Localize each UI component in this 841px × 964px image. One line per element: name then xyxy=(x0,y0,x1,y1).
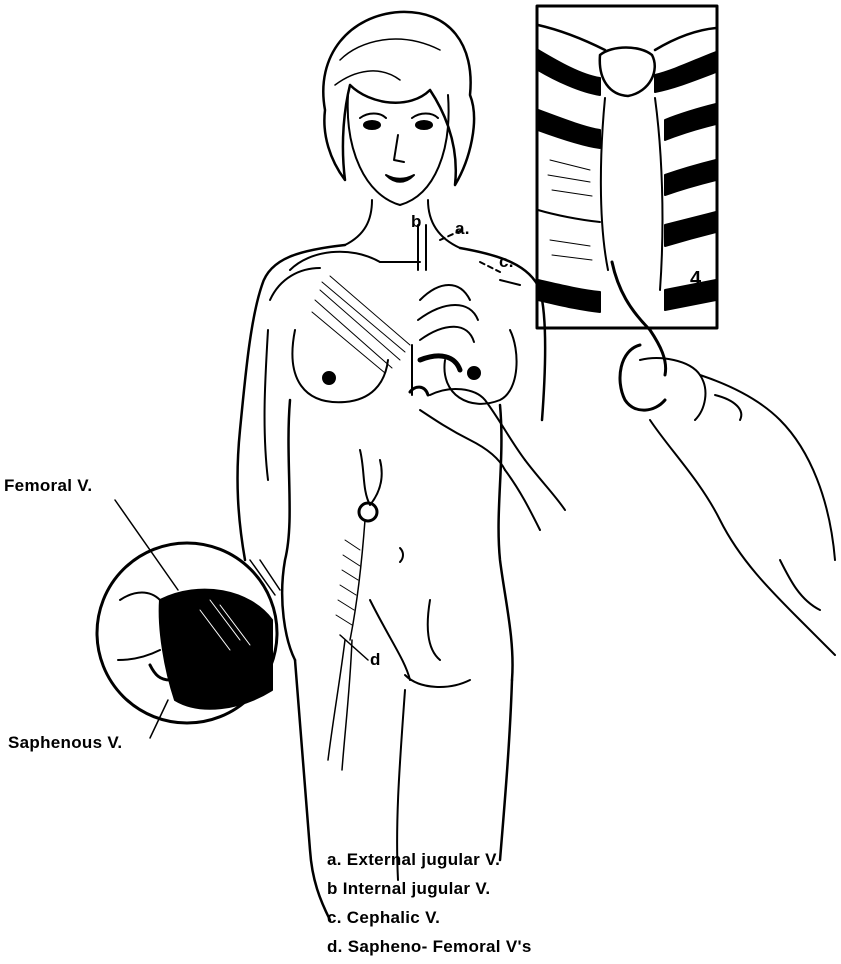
callout-d-label: d xyxy=(370,650,381,670)
legend: a. External jugular V. b Internal jugula… xyxy=(327,845,532,961)
femoral-vein-label: Femoral V. xyxy=(4,476,92,496)
legend-item-d: d. Sapheno- Femoral V's xyxy=(327,932,532,961)
callout-c-label: c. xyxy=(499,252,514,272)
legend-item-b: b Internal jugular V. xyxy=(327,874,532,903)
legend-item-c: c. Cephalic V. xyxy=(327,903,532,932)
neck-vessels xyxy=(270,225,520,300)
saphenous-vein-label: Saphenous V. xyxy=(8,733,122,753)
sternum-inset xyxy=(537,6,717,375)
gloved-hand-right xyxy=(620,345,835,655)
legend-item-a: a. External jugular V. xyxy=(327,845,532,874)
callout-b-label: b xyxy=(411,212,422,232)
femoral-inset xyxy=(97,543,280,723)
body-outline xyxy=(238,12,546,920)
inset-rib-number: 4 xyxy=(690,268,701,291)
callout-a-label: a. xyxy=(455,219,470,239)
